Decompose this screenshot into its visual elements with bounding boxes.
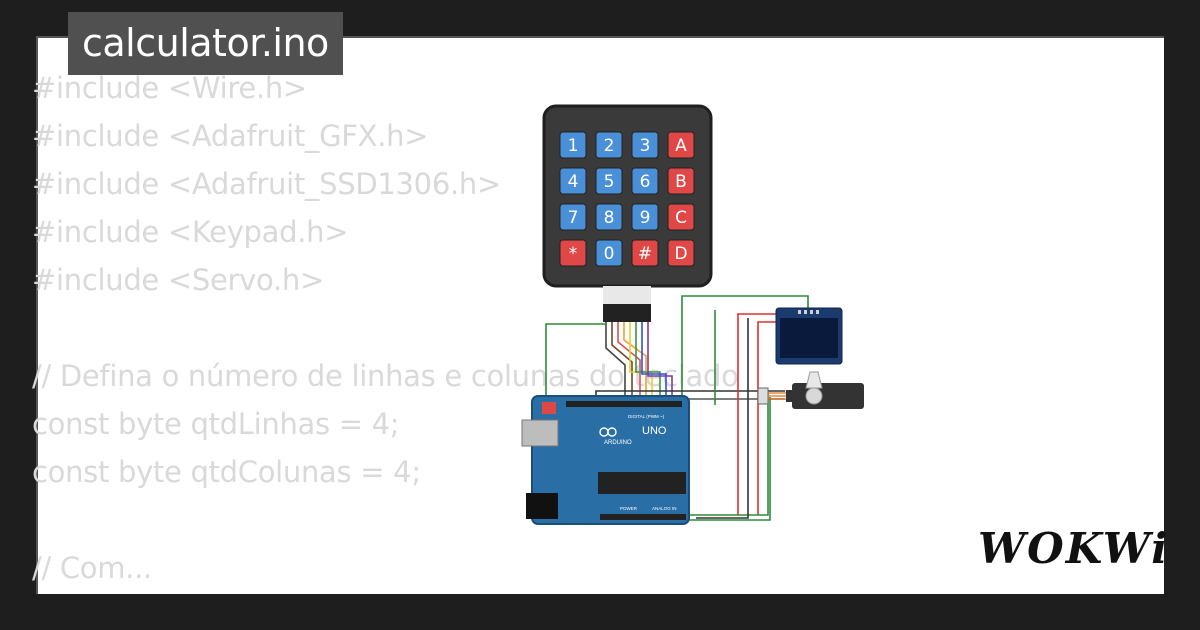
code-line: // Defina o número de linhas e colunas d… [32, 359, 739, 393]
keypad-connector [603, 286, 651, 322]
usb-port [521, 419, 559, 447]
keypad-key-9: 9 [631, 203, 659, 231]
code-line: #include <Keypad.h> [32, 215, 349, 249]
keypad-key-6: 6 [631, 167, 659, 195]
keypad-key-D: D [667, 239, 695, 267]
power-jack [526, 493, 558, 519]
keypad-key-5: 5 [595, 167, 623, 195]
digital-header [566, 401, 682, 407]
keypad-key-B: B [667, 167, 695, 195]
keypad-key-A: A [667, 131, 695, 159]
keypad-key-0: 0 [595, 239, 623, 267]
keypad-key-#: # [631, 239, 659, 267]
analog-header [600, 514, 686, 520]
keypad-key-label: 6 [640, 172, 651, 192]
keypad-component: 1 2 3 A 4 5 6 B 7 8 9 C * 0 # D [542, 104, 713, 322]
arduino-uno-board: UNO ARDUINO DIGITAL (PWM ~) POWER ANALOG… [521, 395, 690, 525]
code-line: const byte qtdColunas = 4; [32, 455, 421, 489]
keypad-key-label: * [569, 244, 578, 264]
keypad-key-label: 0 [604, 244, 615, 264]
keypad-key-label: A [675, 136, 687, 156]
keypad-key-label: 7 [568, 208, 579, 228]
code-line: // Com... [32, 551, 152, 585]
keypad-key-label: 8 [604, 208, 615, 228]
keypad-key-*: * [559, 239, 587, 267]
keypad-key-3: 3 [631, 131, 659, 159]
keypad-keys: 1 2 3 A 4 5 6 B 7 8 9 C * 0 # D [559, 131, 695, 267]
keypad-key-2: 2 [595, 131, 623, 159]
keypad-key-8: 8 [595, 203, 623, 231]
keypad-key-label: 4 [568, 172, 579, 192]
code-preview: #include <Wire.h> #include <Adafruit_GFX.… [32, 64, 739, 592]
keypad-key-label: 9 [640, 208, 651, 228]
file-name-tag: calculator.ino [68, 12, 343, 75]
code-line: #include <Adafruit_SSD1306.h> [32, 167, 501, 201]
code-line: #include <Servo.h> [32, 263, 324, 297]
keypad-key-label: C [675, 208, 687, 228]
keypad-key-C: C [667, 203, 695, 231]
keypad-key-label: D [674, 244, 687, 264]
board-model-label: UNO [642, 425, 667, 437]
code-line: #include <Wire.h> [32, 71, 307, 105]
reset-button [542, 402, 556, 414]
wokwi-logo: WOKWi [978, 524, 1170, 573]
digital-label: DIGITAL (PWM ~) [628, 414, 665, 419]
servo-motor [757, 371, 864, 409]
keypad-key-label: # [638, 244, 652, 264]
code-line: #include <Adafruit_GFX.h> [32, 119, 429, 153]
keypad-key-label: 3 [640, 136, 651, 156]
keypad-key-label: 5 [604, 172, 615, 192]
keypad-key-1: 1 [559, 131, 587, 159]
power-label: POWER [620, 506, 638, 511]
atmega-chip [598, 472, 686, 494]
keypad-key-label: B [675, 172, 687, 192]
board-brand-label: ARDUINO [604, 440, 632, 446]
code-line: const byte qtdLinhas = 4; [32, 407, 400, 441]
keypad-key-label: 1 [568, 136, 579, 156]
keypad-key-7: 7 [559, 203, 587, 231]
keypad-key-label: 2 [604, 136, 615, 156]
keypad-key-4: 4 [559, 167, 587, 195]
oled-display [775, 307, 843, 365]
analog-label: ANALOG IN [652, 506, 677, 511]
